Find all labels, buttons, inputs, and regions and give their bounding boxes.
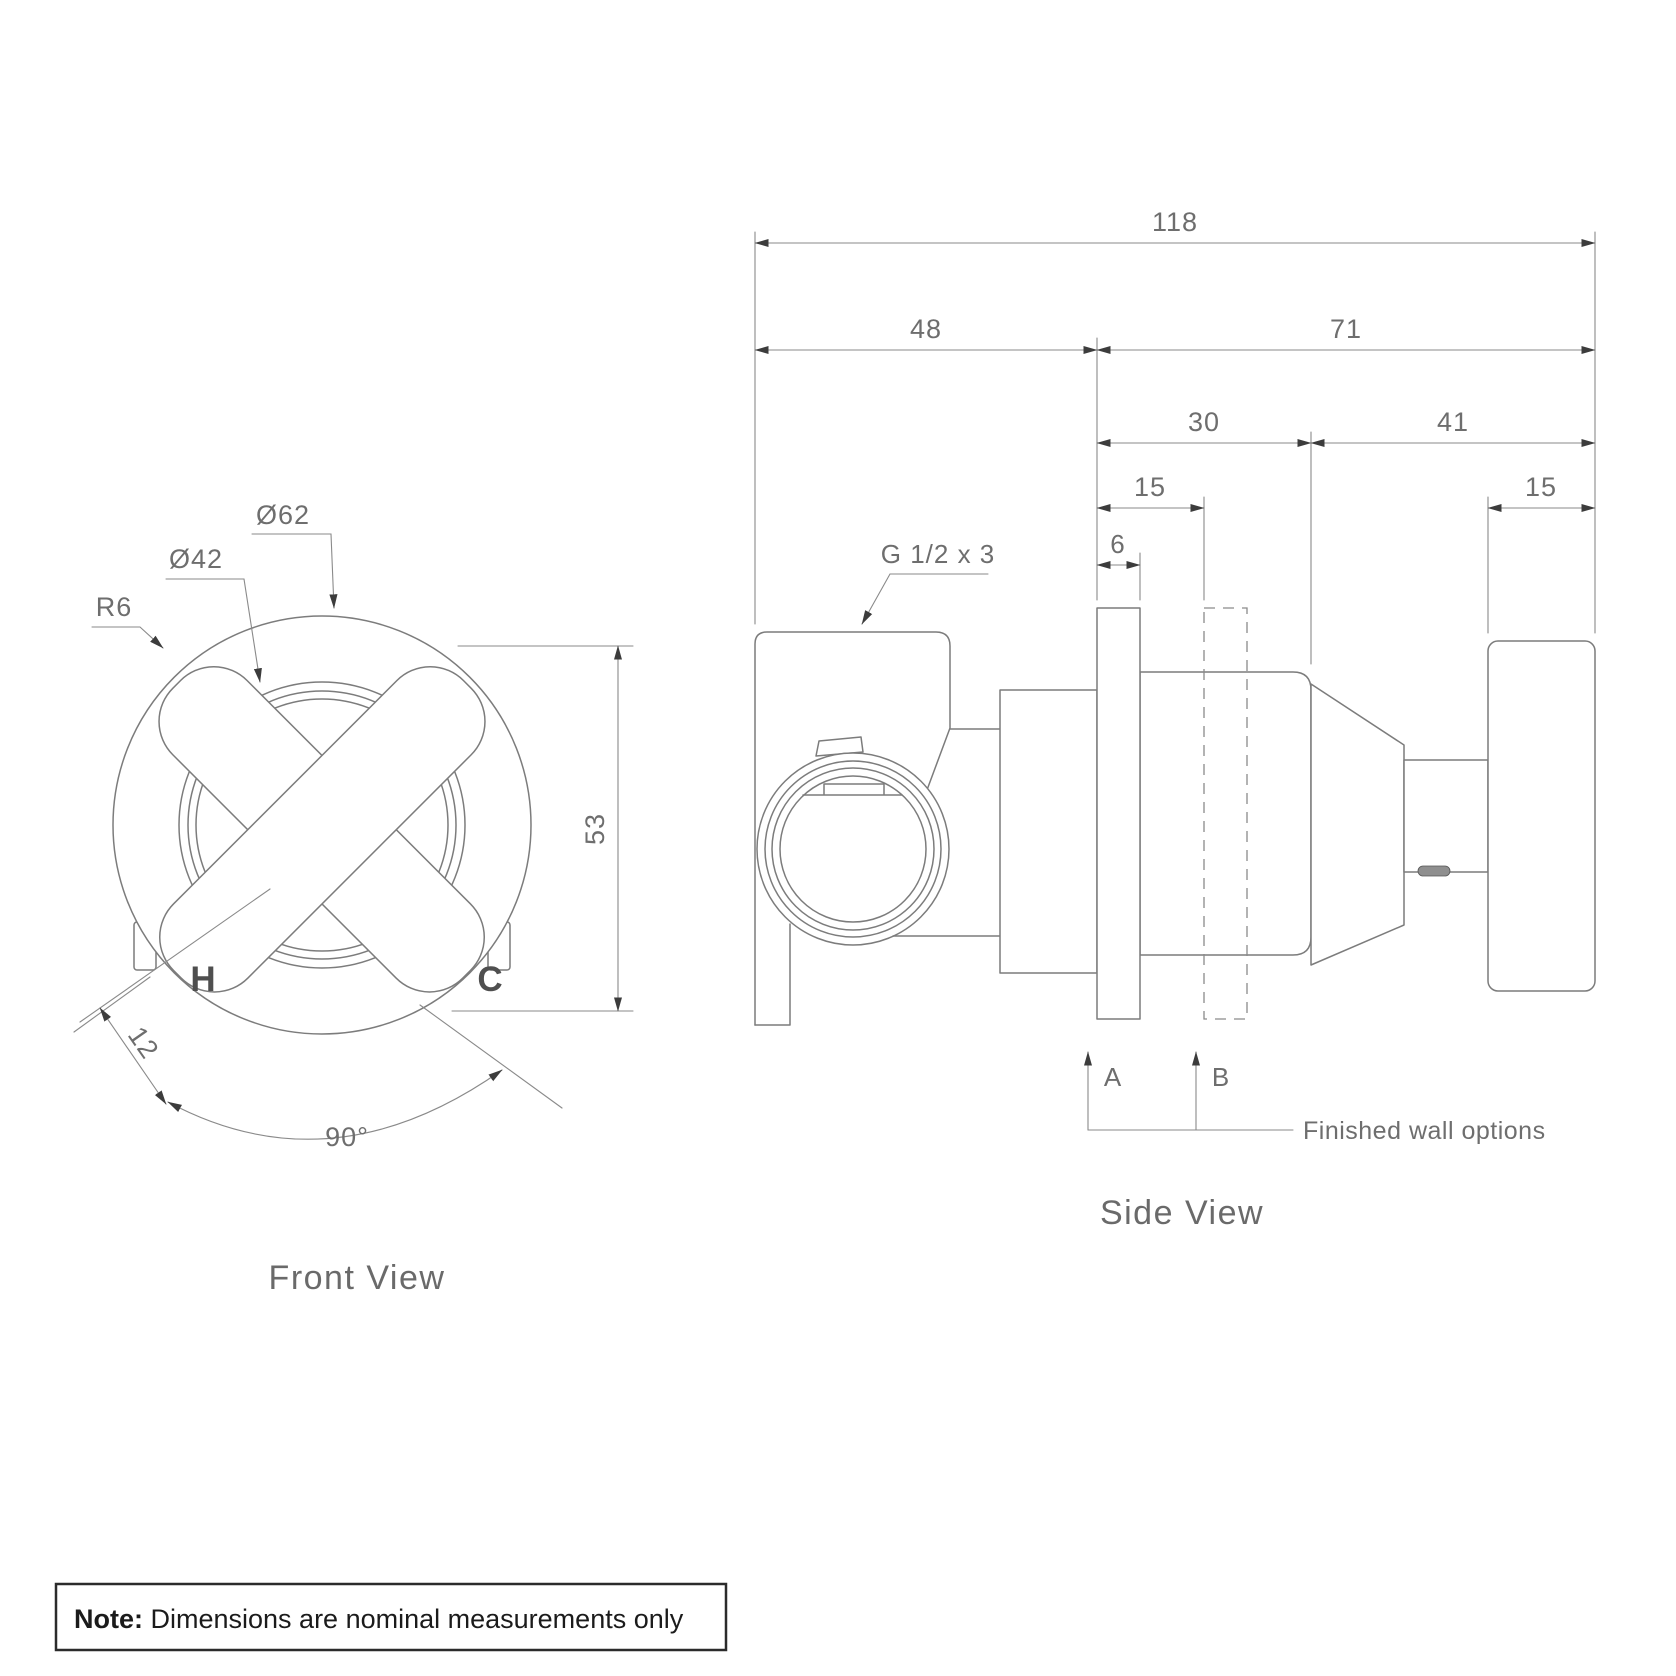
dim-30-value: 30	[1188, 407, 1220, 437]
dia-42-value: Ø42	[169, 544, 223, 574]
handle-ring-outer	[178, 681, 466, 969]
dim-118-value: 118	[1152, 207, 1198, 237]
dim-30: 30	[1096, 407, 1312, 448]
dim-71: 71	[1096, 314, 1596, 355]
label-dia-62: Ø62	[251, 500, 338, 609]
label-r6: R6	[91, 592, 164, 649]
handle-rings	[178, 681, 466, 969]
cold-indicator-label: C	[477, 960, 502, 999]
dim-90-extension-line	[419, 1004, 563, 1109]
port-cartridge-detail	[802, 783, 903, 796]
dia-62-leader	[251, 533, 338, 609]
note-box	[54, 1582, 728, 1652]
dim-15-handle: 15	[1487, 472, 1596, 513]
dim-118: 118	[754, 207, 1596, 248]
valve-body-outline	[754, 631, 951, 1026]
hot-indicator-label: H	[190, 960, 215, 999]
port-circle-2	[764, 760, 942, 938]
dim-53-extension-lines	[451, 645, 634, 1012]
wall-option-a: A	[1083, 1051, 1122, 1131]
thread-callout: G 1/2 x 3	[861, 539, 996, 625]
dia-42-leader	[165, 578, 262, 683]
dia-62-value: Ø62	[256, 500, 310, 530]
wall-flange	[1096, 607, 1141, 1020]
note-label: Note:	[74, 1604, 143, 1634]
dim-15-wall: 15	[1096, 472, 1205, 513]
inlet-port	[756, 752, 950, 946]
dim-53: 53	[451, 645, 634, 1012]
dim-53-value: 53	[580, 813, 610, 845]
grub-screw	[1417, 865, 1451, 877]
side-view-title: Side View	[1100, 1194, 1264, 1232]
port-circle-bore	[779, 775, 927, 923]
finished-wall-label: Finished wall options	[1303, 1117, 1546, 1145]
port-circle-3	[771, 767, 935, 931]
dimension-extension-lines	[754, 231, 1596, 665]
handle-ring-inner	[195, 698, 449, 952]
front-view-title: Front View	[269, 1259, 446, 1297]
note-body: Dimensions are nominal measurements only	[143, 1604, 684, 1634]
dim-90-arc	[167, 1069, 503, 1140]
wall-option-a-label: A	[1104, 1062, 1122, 1092]
dim-15-wall-value: 15	[1134, 472, 1166, 502]
thread-label: G 1/2 x 3	[881, 539, 996, 569]
handle-ring-mid	[187, 690, 457, 960]
valve-cylinder	[1139, 671, 1312, 956]
r6-value: R6	[96, 592, 133, 622]
valve-body-foot	[754, 923, 791, 1026]
label-dia-42: Ø42	[165, 544, 262, 683]
cartridge-housing	[999, 689, 1098, 974]
dim-6: 6	[1096, 529, 1141, 570]
dim-90deg: 90°	[167, 1004, 563, 1152]
cross-handle	[158, 665, 486, 993]
front-view: H C 53 Ø62 Ø42 R6 12	[73, 500, 634, 1297]
dim-12-value: 12	[122, 1021, 165, 1064]
dim-6-value: 6	[1110, 529, 1125, 559]
dim-12-extension-lines	[73, 888, 271, 1033]
wall-option-b-label: B	[1212, 1062, 1230, 1092]
handle-stem	[1403, 759, 1489, 873]
valve-bonnet	[1310, 683, 1405, 966]
note: Note: Dimensions are nominal measurement…	[54, 1582, 728, 1652]
dim-90-value: 90°	[325, 1122, 369, 1152]
cross-handle-bar-sw-ne	[158, 665, 486, 993]
wall-option-b: B	[1191, 1051, 1230, 1131]
dim-48-value: 48	[910, 314, 942, 344]
dim-41-value: 41	[1437, 407, 1469, 437]
thread-leader	[861, 573, 989, 625]
finished-wall-callout: Finished wall options	[1087, 1117, 1546, 1145]
side-view: 118 48 71 30 41 15 6	[754, 207, 1596, 1232]
dim-12-line	[99, 1007, 167, 1105]
dim-15-handle-value: 15	[1525, 472, 1557, 502]
wall-flange-option-b	[1203, 607, 1248, 1020]
body-housing-connectors	[892, 728, 1001, 937]
dim-71-value: 71	[1330, 314, 1362, 344]
note-text: Note: Dimensions are nominal measurement…	[74, 1604, 684, 1634]
dim-48: 48	[754, 314, 1098, 355]
dim-41: 41	[1310, 407, 1596, 448]
handle-plate	[1487, 640, 1596, 992]
r6-leader	[91, 626, 164, 649]
port-circle-outer	[756, 752, 950, 946]
